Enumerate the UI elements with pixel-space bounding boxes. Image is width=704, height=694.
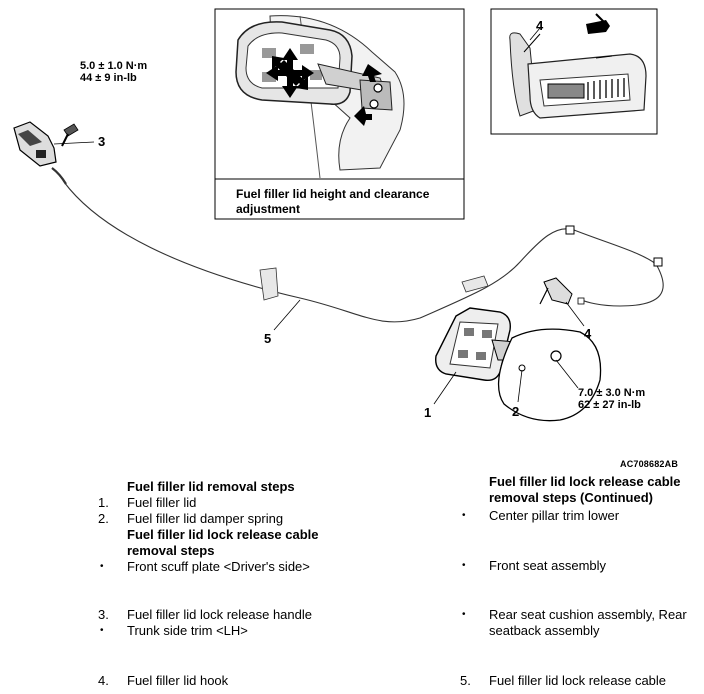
callout-4: 4 [584,326,592,341]
torque-lid-inlb: 62 ± 27 in-lb [578,399,641,411]
callout-5: 5 [264,331,271,346]
inset-hook [490,8,658,135]
fuel-filler-lid-diagram: 3 4 5 4 1 2 5.0 ± 1.0 N·m 44 ± 9 in-lb 7… [13,8,664,422]
callout-1: 1 [424,405,431,420]
torque-handle-nm: 5.0 ± 1.0 N·m [80,60,147,72]
fuel-filler-lid-assembly [435,307,602,422]
torque-lid-nm: 7.0 ± 3.0 N·m [578,387,645,399]
callout-2: 2 [512,404,519,419]
torque-handle-inlb: 44 ± 9 in-lb [80,72,137,84]
release-cable [51,167,664,323]
inset-caption: Fuel filler lid height and clearance adj… [236,187,430,216]
figure-id: AC708682AB [620,459,679,469]
fuel-filler-lid-hook [539,277,585,305]
callout-4-inset: 4 [536,18,544,33]
callout-3: 3 [98,134,105,149]
inset-height-adjustment [214,8,465,220]
release-handle [13,121,79,167]
